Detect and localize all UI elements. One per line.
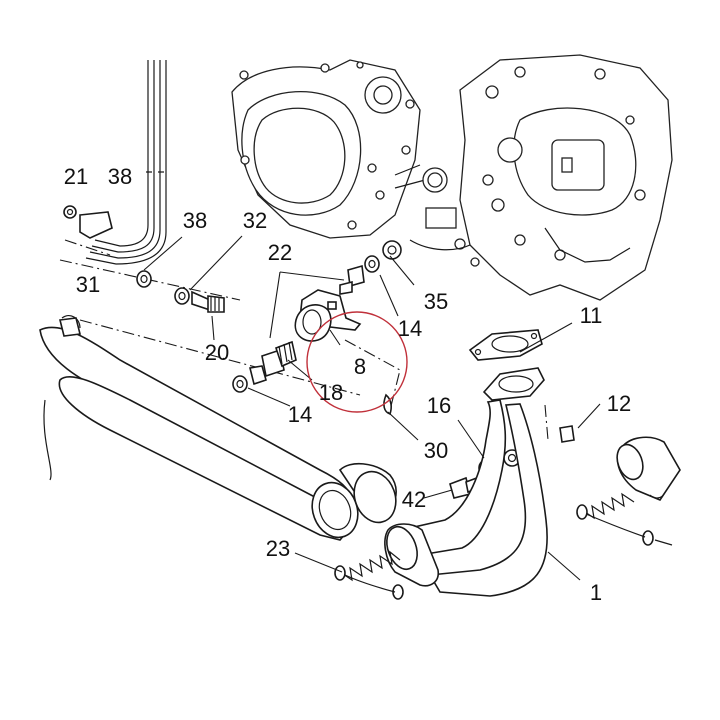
callout-35: 35 [423,289,449,314]
callout-21: 21 [63,164,89,189]
highlight-circle [306,311,408,413]
callout-31: 31 [75,272,101,297]
callout-20: 20 [204,340,230,365]
exhaust-header-pipe [384,399,548,597]
right-pipe-fragment [616,436,681,501]
callout-1: 1 [589,580,603,605]
callout-42: 42 [401,487,427,512]
callout-38-top: 38 [107,164,133,189]
cable-bundle [63,60,167,265]
callout-38: 38 [182,208,208,233]
engine-crankcase [231,54,673,301]
callout-14-upper: 14 [397,316,423,341]
pipe-bracket [294,289,362,342]
callout-30: 30 [423,438,449,463]
callout-8: 8 [353,354,367,379]
leader-lines [143,235,601,581]
callout-22: 22 [267,240,293,265]
callout-16: 16 [426,393,452,418]
callout-18: 18 [318,380,344,405]
callout-12: 12 [606,391,632,416]
flange-gaskets [468,329,545,401]
callout-14-lower: 14 [287,402,313,427]
callout-32: 32 [242,208,268,233]
callout-23: 23 [265,536,291,561]
rear-pipes [39,315,397,541]
springs [334,492,673,600]
callout-11: 11 [579,303,603,328]
